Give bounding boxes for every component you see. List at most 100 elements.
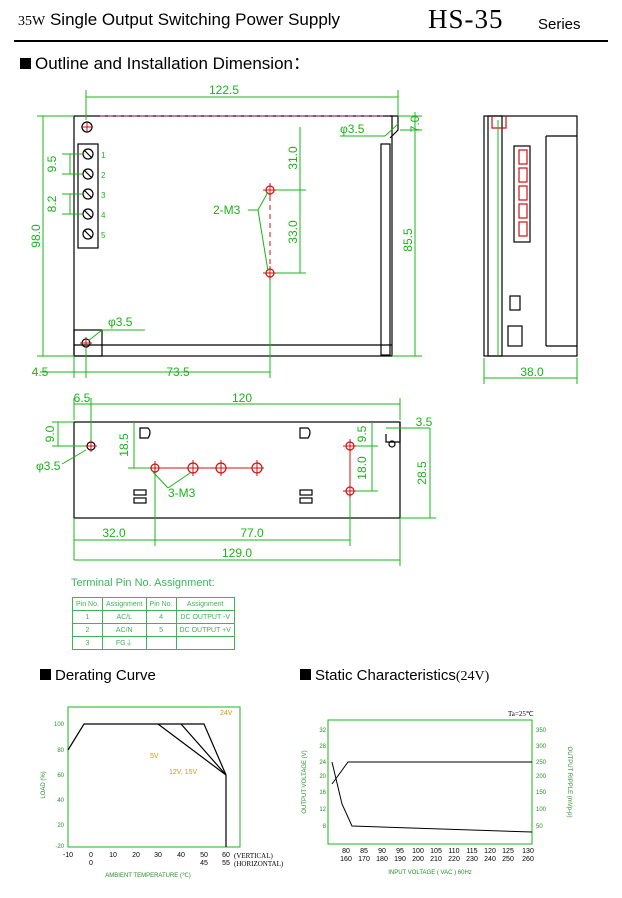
y-left-tick: 24: [319, 760, 326, 766]
table-header: Pin No.: [145, 597, 177, 611]
x-tick-top: 105: [430, 848, 442, 855]
terminal-numbers: 1 2 3 4 5: [101, 151, 106, 240]
label-12v-15v: 12V, 15V: [169, 769, 197, 776]
derating-frame: [67, 706, 241, 848]
table-cell: AC/N: [101, 623, 147, 637]
y-tick-label: -20: [55, 844, 64, 850]
x-tick-top: 100: [412, 848, 424, 855]
x-tick-label-h: 0: [89, 860, 93, 867]
dim-45: 4.5: [32, 365, 49, 379]
terminal-number: 3: [101, 191, 106, 200]
ta-label: Ta=25℃: [508, 710, 534, 718]
x-tick-label: 60: [222, 852, 230, 859]
page-header-title: 35W Single Output Switching Power Supply: [18, 10, 340, 30]
x-tick-label: 10: [109, 852, 117, 859]
product-title: Single Output Switching Power Supply: [49, 10, 341, 29]
series-label: Series: [538, 16, 581, 33]
y-right-tick: 350: [536, 728, 547, 734]
dim-33: 33.0: [286, 220, 300, 244]
y-tick-label: 40: [57, 798, 64, 804]
y-right-tick: 300: [536, 744, 547, 750]
y-left-tick: 32: [319, 728, 326, 734]
x-tick-bottom: 240: [484, 856, 496, 863]
x-tick-bottom: 220: [448, 856, 460, 863]
bullet-square-icon: [300, 669, 311, 680]
table-row: 2 AC/N 5 DC OUTPUT +V: [72, 623, 235, 637]
terminal-number: 5: [101, 231, 106, 240]
derating-curves: [67, 723, 227, 847]
y-left-tick: 16: [319, 790, 326, 796]
corner-bracket: [73, 329, 103, 357]
y-left-tick: 20: [319, 774, 326, 780]
static-left-ticks: 8 12 16 20 24 28 32: [319, 728, 326, 830]
y-right-tick: 200: [536, 774, 547, 780]
x-tick-top: 110: [448, 848, 459, 855]
x-tick-label: 30: [154, 852, 162, 859]
screw-label-3m3: 3-M3: [168, 486, 196, 500]
x-tick-label-h: 45: [200, 860, 208, 867]
dim-35: 3.5: [416, 415, 433, 429]
outline-heading-text: Outline and Installation Dimension：: [35, 54, 310, 73]
x-tick-top: 90: [378, 848, 386, 855]
static-curves: [331, 761, 533, 833]
dim-65: 6.5: [74, 391, 91, 405]
derating-y-ticks: 100 80 60 40 20 -20: [54, 722, 65, 850]
x-tick-top: 125: [502, 848, 514, 855]
x-tick-bottom: 260: [522, 856, 534, 863]
x-tick-label-h: 55: [222, 860, 230, 867]
table-cell: FG⏚: [101, 636, 147, 650]
static-heading-text: Static Characteristics: [315, 667, 456, 684]
dim-185: 18.5: [117, 433, 131, 457]
static-frame: [327, 719, 533, 845]
bottom-view-dimensions: [52, 398, 436, 566]
dim-320: 32.0: [102, 526, 126, 540]
x-tick-label: 40: [177, 852, 185, 859]
static-right-ticks: 50 100 150 200 250 300 350: [536, 728, 547, 830]
static-xlabel: INPUT VOLTAGE ( VAC ) 60Hz: [388, 870, 472, 876]
x-tick-label: -10: [63, 852, 73, 859]
table-header: Assignment: [101, 597, 147, 611]
derating-x-ticks: -10 0 10 20 30 40 50 60 0 45 55: [63, 852, 230, 867]
dim-95b: 9.5: [355, 425, 369, 442]
derating-ylabel: LOAD (%): [41, 771, 47, 798]
table-header: Assignment: [175, 597, 235, 611]
x-tick-top: 115: [466, 848, 477, 855]
y-right-tick: 150: [536, 790, 547, 796]
static-chart: Ta=25℃ 8 12 16 20 24 28 32 50 100 150 20…: [302, 710, 572, 876]
table-header: Pin No.: [72, 597, 103, 611]
label-5v: 5V: [150, 753, 159, 760]
x-tick-bottom: 190: [394, 856, 406, 863]
table-cell: 3: [72, 636, 103, 650]
dim-82: 8.2: [45, 195, 59, 212]
static-x-ticks: 80 85 90 95 100 105 110 115 120 125 130 …: [340, 848, 534, 863]
x-tick-top: 120: [484, 848, 496, 855]
terminal-block: [77, 143, 99, 249]
x-tick-bottom: 180: [376, 856, 388, 863]
y-tick-label: 60: [57, 773, 64, 779]
table-row: 3 FG⏚: [72, 636, 235, 650]
static-heading: Static Characteristics(24V): [300, 667, 489, 685]
y-left-tick: 12: [319, 807, 326, 813]
terminal-number: 1: [101, 151, 106, 160]
vertical-label: (VERTICAL): [234, 852, 274, 860]
table-row: Pin No. Assignment Pin No. Assignment: [72, 597, 235, 611]
side-view: [483, 115, 578, 357]
dim-1290: 129.0: [222, 546, 252, 560]
output-voltage-curve: [331, 761, 532, 785]
model-number: HS-35: [428, 4, 504, 34]
table-cell: 1: [72, 610, 103, 624]
x-tick-bottom: 170: [358, 856, 370, 863]
wattage: 35W: [18, 14, 46, 29]
table-cell: 4: [145, 610, 177, 624]
outline-heading: Outline and Installation Dimension：: [20, 49, 310, 74]
y-left-tick: 28: [319, 744, 326, 750]
top-tab: [389, 115, 399, 139]
dim-width: 122.5: [209, 83, 239, 97]
x-tick-label: 0: [89, 852, 93, 859]
terminal-screws: [82, 148, 94, 240]
label-24v: 24V: [220, 710, 233, 717]
table-cell: AC/L: [101, 610, 147, 624]
terminal-number: 2: [101, 171, 106, 180]
y-right-tick: 50: [536, 824, 543, 830]
